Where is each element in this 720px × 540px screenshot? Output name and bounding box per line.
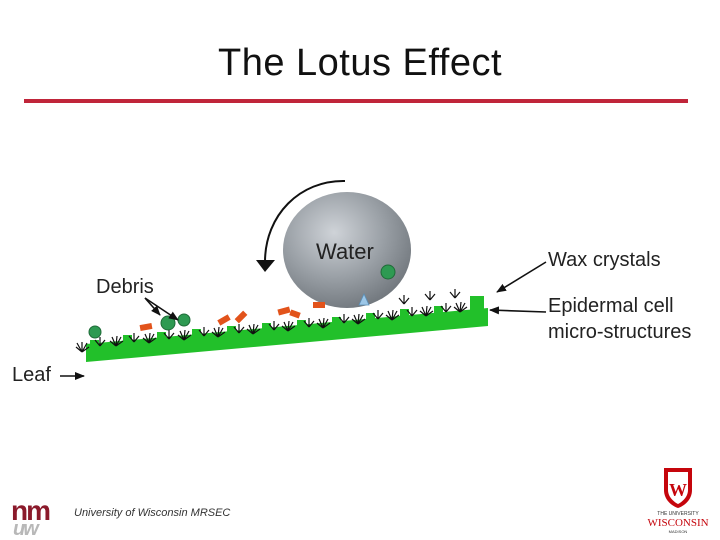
- water-droplet: [283, 192, 411, 308]
- uw-madison-logo: W THE UNIVERSITY WISCONSIN MADISON: [647, 468, 709, 534]
- uw-crest-letter: W: [669, 480, 687, 500]
- debris-arrow-2: [144, 297, 179, 321]
- leaf-base: [86, 308, 488, 362]
- svg-text:uw: uw: [13, 518, 40, 536]
- debris-label: Debris: [96, 276, 154, 298]
- epidermal-pillars: [90, 296, 484, 350]
- water-label: Water: [316, 239, 374, 264]
- uw-small-top: THE UNIVERSITY: [657, 511, 699, 517]
- epidermal-label-line2: micro-structures: [548, 321, 691, 343]
- nm-logo: nm uw: [11, 496, 52, 536]
- svg-text:nm: nm: [11, 496, 50, 526]
- epidermal-label-line1: Epidermal cell: [548, 295, 674, 317]
- title-underline: [24, 99, 688, 103]
- uw-wordmark: WISCONSIN: [647, 517, 708, 529]
- uw-small-bottom: MADISON: [669, 529, 688, 534]
- wax-crystals-label: Wax crystals: [548, 249, 661, 271]
- rotation-arrow: [264, 179, 346, 263]
- debris-arrow-1: [144, 297, 161, 316]
- rotation-arrowhead: [256, 260, 275, 272]
- trapped-air-marker: [358, 293, 370, 306]
- epidermal-arrow: [489, 306, 547, 315]
- slide-title: The Lotus Effect: [217, 42, 503, 84]
- wax-crystals-arrow: [496, 261, 547, 293]
- leaf-label: Leaf: [12, 364, 51, 386]
- institution-name: University of Wisconsin MRSEC: [74, 507, 231, 519]
- wax-crystals: [75, 289, 468, 353]
